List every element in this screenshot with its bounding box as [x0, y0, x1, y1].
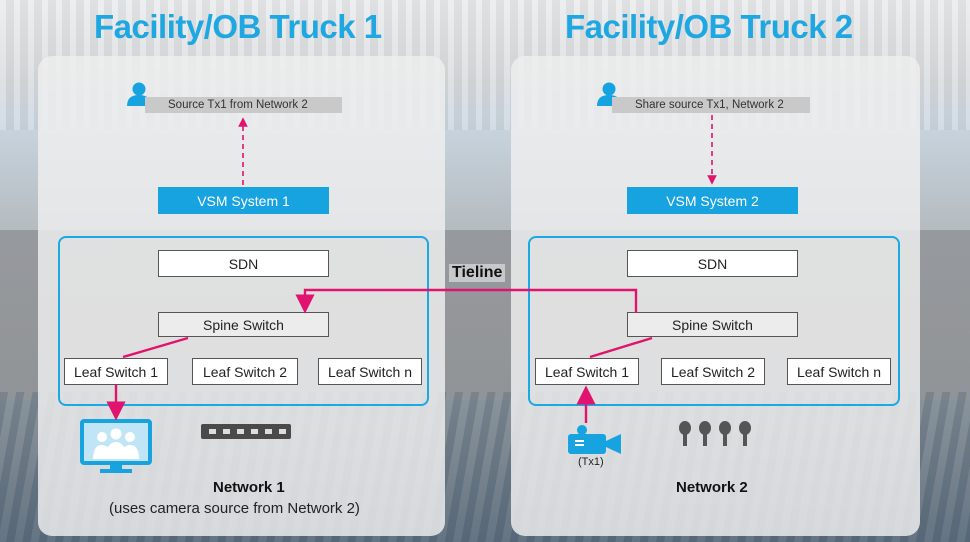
truck1-title: Facility/OB Truck 1 — [94, 8, 382, 45]
leaf1-to-spine2-link — [589, 336, 653, 359]
truck1-vsm-box: VSM System 1 — [158, 187, 329, 214]
network1-title: Network 1 — [213, 479, 285, 496]
network1-frame — [58, 236, 429, 406]
network1-subtitle: (uses camera source from Network 2) — [109, 500, 360, 517]
truck1-leaf-switch-n: Leaf Switch n — [318, 358, 422, 385]
truck2-leaf-switch-2: Leaf Switch 2 — [661, 358, 765, 385]
truck1-sdn-box: SDN — [158, 250, 329, 277]
truck2-leaf-switch-1: Leaf Switch 1 — [535, 358, 639, 385]
tieline-connector — [295, 288, 638, 314]
network2-frame — [528, 236, 900, 406]
truck2-spine-switch: Spine Switch — [627, 312, 798, 337]
truck1-leaf-switch-2: Leaf Switch 2 — [192, 358, 298, 385]
camera-icon — [567, 425, 623, 455]
spine1-to-leaf1-link — [122, 336, 189, 359]
truck2-title: Facility/OB Truck 2 — [565, 8, 853, 45]
camera-label: (Tx1) — [578, 456, 604, 468]
truck1-spine-switch: Spine Switch — [158, 312, 329, 337]
truck2-vsm-box: VSM System 2 — [627, 187, 798, 214]
microphone-icon — [676, 420, 756, 448]
monitor-icon — [80, 419, 152, 475]
truck2-panel — [511, 56, 920, 536]
truck2-sdn-box: SDN — [627, 250, 798, 277]
switch-device-icon — [201, 421, 291, 441]
truck2-leaf-switch-n: Leaf Switch n — [787, 358, 891, 385]
network2-title: Network 2 — [676, 479, 748, 496]
truck2-source-label: Share source Tx1, Network 2 — [612, 97, 810, 113]
truck1-source-label: Source Tx1 from Network 2 — [145, 97, 342, 113]
truck1-leaf-switch-1: Leaf Switch 1 — [64, 358, 168, 385]
tieline-label: Tieline — [449, 264, 506, 282]
